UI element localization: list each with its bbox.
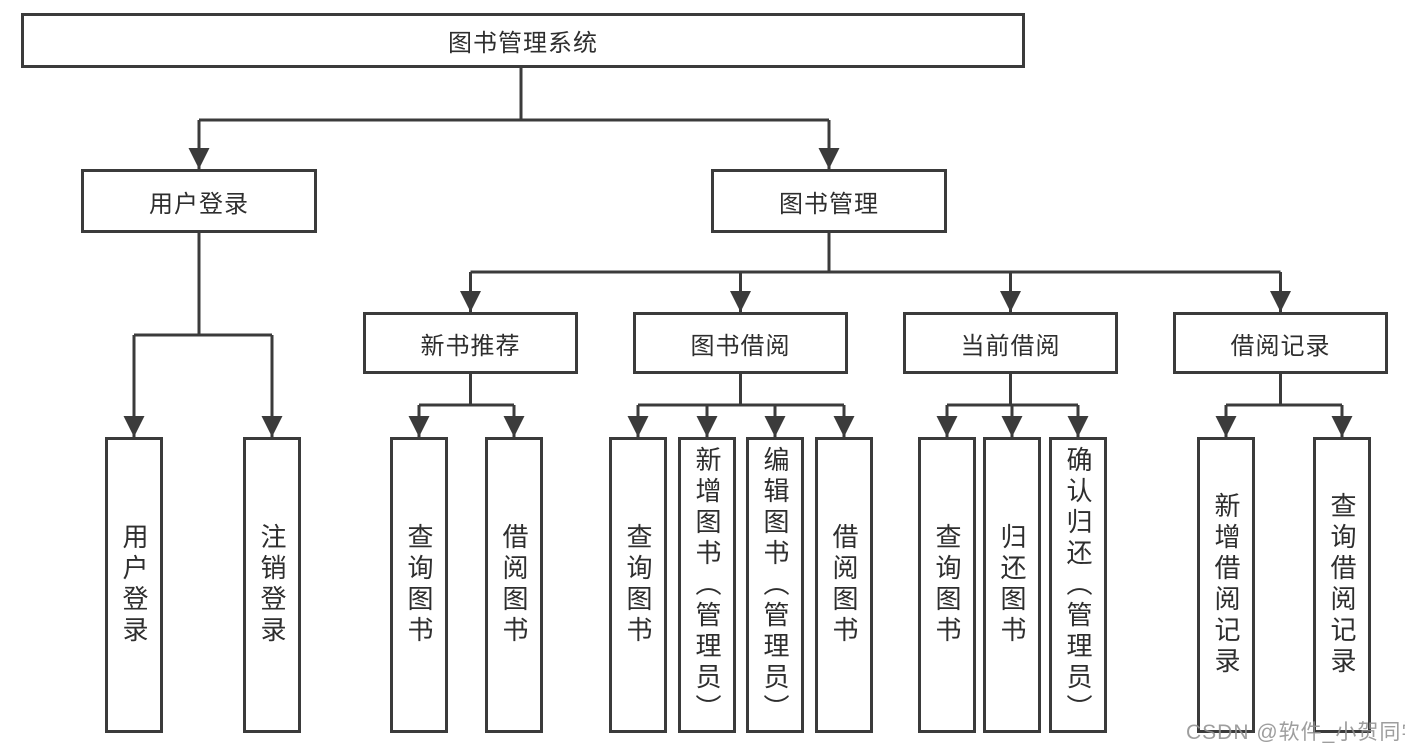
leaf-borrow-book-1-label: 借阅图书 xyxy=(499,523,529,647)
csdn-watermark: CSDN @软件_小贺同学 xyxy=(1186,721,1405,744)
leaf-borrow-book-2: 借阅图书 xyxy=(815,437,873,733)
node-book-borrow: 图书借阅 xyxy=(633,312,848,374)
node-root: 图书管理系统 xyxy=(21,13,1025,68)
node-book-mgmt: 图书管理 xyxy=(711,169,947,233)
leaf-query-book-2-label: 查询图书 xyxy=(623,523,653,647)
leaf-add-record: 新增借阅记录 xyxy=(1197,437,1255,733)
leaf-user-login: 用户登录 xyxy=(105,437,163,733)
leaf-edit-book: 编辑图书（管理员） xyxy=(746,437,804,733)
leaf-query-book-3-label: 查询图书 xyxy=(932,523,962,647)
node-book-borrow-label: 图书借阅 xyxy=(690,332,791,360)
leaf-return-book-label: 归还图书 xyxy=(997,523,1027,647)
leaf-edit-book-label: 编辑图书（管理员） xyxy=(760,445,790,725)
leaf-query-book-1: 查询图书 xyxy=(390,437,448,733)
leaf-user-login-label: 用户登录 xyxy=(119,523,149,647)
leaf-query-book-1-label: 查询图书 xyxy=(404,523,434,647)
leaf-add-book: 新增图书（管理员） xyxy=(678,437,736,733)
leaf-logout: 注销登录 xyxy=(243,437,301,733)
leaf-borrow-book-2-label: 借阅图书 xyxy=(829,523,859,647)
leaf-query-book-3: 查询图书 xyxy=(918,437,976,733)
node-new-book-rec: 新书推荐 xyxy=(363,312,578,374)
leaf-borrow-book-1: 借阅图书 xyxy=(485,437,543,733)
leaf-logout-label: 注销登录 xyxy=(257,523,287,647)
node-user-login: 用户登录 xyxy=(81,169,317,233)
leaf-confirm-return: 确认归还（管理员） xyxy=(1049,437,1107,733)
leaf-query-record: 查询借阅记录 xyxy=(1313,437,1371,733)
leaf-query-book-2: 查询图书 xyxy=(609,437,667,733)
leaf-confirm-return-label: 确认归还（管理员） xyxy=(1063,445,1093,725)
leaf-add-record-label: 新增借阅记录 xyxy=(1211,492,1241,678)
node-new-book-rec-label: 新书推荐 xyxy=(420,332,521,360)
node-current-borrow: 当前借阅 xyxy=(903,312,1118,374)
node-borrow-records: 借阅记录 xyxy=(1173,312,1388,374)
node-current-borrow-label: 当前借阅 xyxy=(960,332,1061,360)
leaf-return-book: 归还图书 xyxy=(983,437,1041,733)
leaf-query-record-label: 查询借阅记录 xyxy=(1327,492,1357,678)
node-borrow-records-label: 借阅记录 xyxy=(1230,332,1331,360)
node-user-login-label: 用户登录 xyxy=(149,190,249,218)
node-book-mgmt-label: 图书管理 xyxy=(779,190,879,218)
node-root-label: 图书管理系统 xyxy=(448,30,598,57)
leaf-add-book-label: 新增图书（管理员） xyxy=(692,445,722,725)
